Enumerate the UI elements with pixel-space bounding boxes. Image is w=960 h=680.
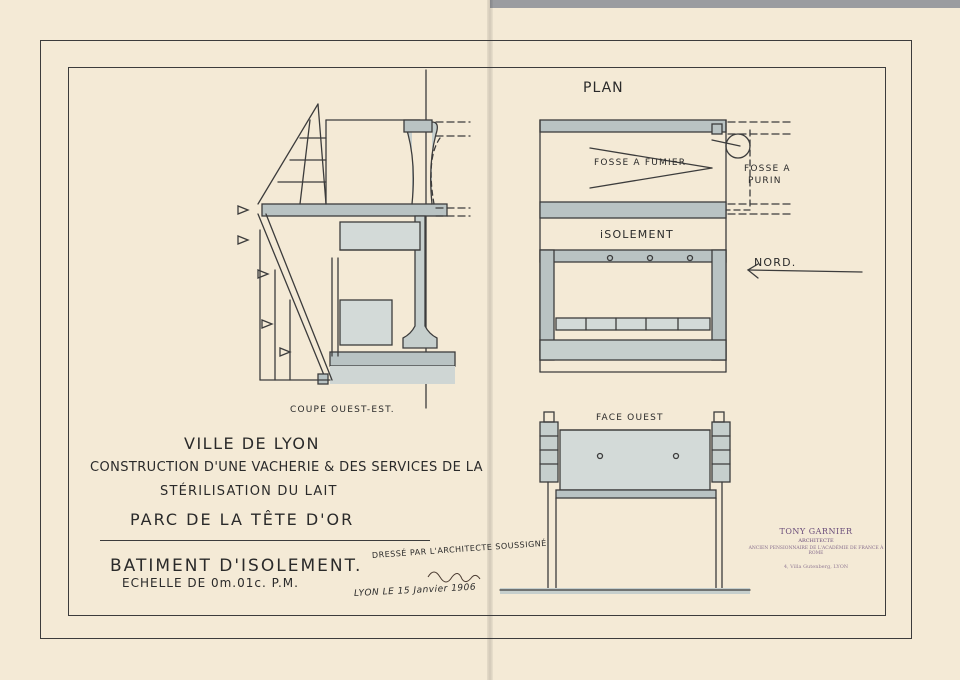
building-name: BATIMENT D'ISOLEMENT.: [110, 556, 363, 576]
stamp-name: TONY GARNIER: [779, 527, 853, 536]
scale-text: ECHELLE DE 0m.01c. P.M.: [122, 576, 299, 590]
north-label: NORD.: [754, 256, 797, 269]
plan-label: PLAN: [583, 80, 624, 96]
fosse-purin-label: FOSSE A: [744, 164, 791, 174]
inner-border: [68, 67, 886, 616]
page-fold: [487, 0, 493, 680]
fosse-fumier-label: FOSSE A FUMIER: [594, 158, 687, 168]
elevation-label: FACE OUEST: [596, 413, 664, 423]
title-rule: [100, 540, 430, 541]
elevation-drawing: [499, 411, 751, 594]
section-drawing: [237, 69, 471, 409]
signature: [427, 571, 481, 583]
plan-drawing: [539, 119, 863, 373]
fosse-purin-label-2: PURIN: [748, 176, 782, 186]
architect-stamp: TONY GARNIER ARCHITECTE ANCIEN PENSIONNA…: [748, 527, 884, 579]
stamp-address: 4, Villa Gutenberg, LYON: [783, 564, 849, 570]
scan-background-strip: [490, 0, 960, 8]
stamp-line: ANCIEN PENSIONNAIRE DE L'ACADÉMIE DE FRA…: [748, 546, 884, 556]
stamp-role: ARCHITECTE: [798, 538, 834, 544]
project-line-2: STÉRILISATION DU LAIT: [160, 484, 338, 499]
outer-border: [40, 40, 912, 639]
project-line-3: PARC DE LA TÊTE D'OR: [130, 510, 355, 529]
project-line-1: CONSTRUCTION D'UNE VACHERIE & DES SERVIC…: [90, 460, 483, 475]
isolement-label: iSOLEMENT: [600, 228, 674, 241]
section-label: COUPE OUEST-EST.: [290, 405, 395, 415]
city-title: VILLE DE LYON: [184, 434, 320, 453]
